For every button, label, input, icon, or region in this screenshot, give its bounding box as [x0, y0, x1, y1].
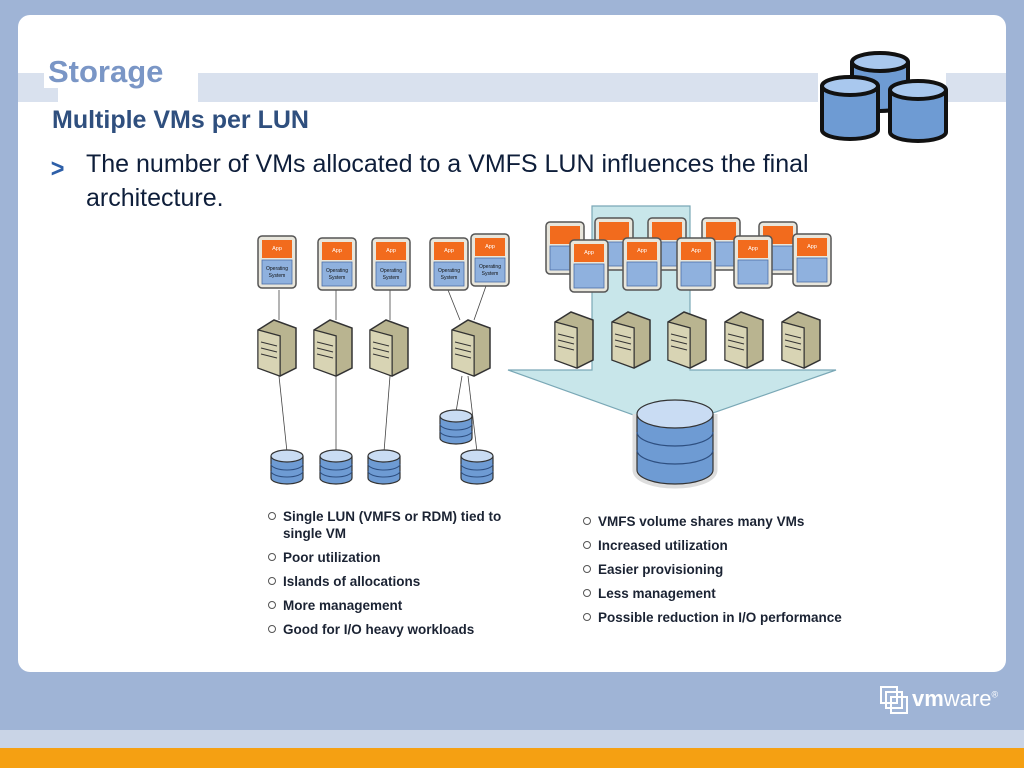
list-item: Easier provisioning: [583, 561, 883, 578]
vm-os-label: System: [329, 275, 346, 281]
bullet-circle-icon: [268, 512, 276, 520]
vm-app-label: App: [386, 248, 396, 254]
vm-os-label: Operating: [380, 268, 402, 274]
vm-app-label: App: [444, 248, 454, 254]
bullet-circle-icon: [583, 565, 591, 573]
vm-os-label: Operating: [438, 268, 460, 274]
bullet-circle-icon: [583, 613, 591, 621]
logo-wordmark: vmware®: [912, 686, 999, 711]
list-item-text: Easier provisioning: [598, 562, 724, 577]
vm-app-label: App: [691, 248, 701, 254]
bullet-circle-icon: [583, 541, 591, 549]
left-list: Single LUN (VMFS or RDM) tied to single …: [268, 508, 518, 645]
footer-strip: [0, 730, 1024, 748]
bullet-circle-icon: [268, 625, 276, 633]
vm-app-label: App: [485, 244, 495, 250]
footer-accent-bar: [0, 748, 1024, 768]
list-item: Single LUN (VMFS or RDM) tied to single …: [268, 508, 518, 542]
bullet-circle-icon: [268, 601, 276, 609]
vm-app-label: App: [637, 248, 647, 254]
bullet-circle-icon: [268, 577, 276, 585]
list-item-text: Islands of allocations: [283, 574, 421, 589]
vm-app-label: App: [272, 246, 282, 252]
bullet-arrow-icon: >: [50, 153, 65, 183]
vm-os-label: Operating: [326, 268, 348, 274]
storage-cylinders-icon: [820, 51, 948, 143]
storage-diagram: App App App App App App App App App App …: [257, 205, 837, 489]
vm-os-label: Operating: [266, 266, 288, 272]
vm-app-label: App: [332, 248, 342, 254]
vm-app-label: App: [807, 244, 817, 250]
vm-os-label: System: [383, 275, 400, 281]
list-item: Increased utilization: [583, 537, 883, 554]
list-item: Poor utilization: [268, 549, 518, 566]
list-item: Islands of allocations: [268, 573, 518, 590]
vm-os-label: System: [482, 271, 499, 277]
list-item-text: Possible reduction in I/O performance: [598, 610, 842, 625]
list-item-text: Poor utilization: [283, 550, 381, 565]
vm-os-label: System: [441, 275, 458, 281]
bullet-text: The number of VMs allocated to a VMFS LU…: [86, 150, 809, 212]
title-band-right: [946, 73, 1006, 102]
list-item-text: Increased utilization: [598, 538, 728, 553]
list-item: VMFS volume shares many VMs: [583, 513, 883, 530]
vm-app-label: App: [584, 250, 594, 256]
title-band: [198, 73, 818, 102]
bullet-circle-icon: [583, 517, 591, 525]
slide-subtitle: Multiple VMs per LUN: [52, 106, 309, 134]
bullet-circle-icon: [268, 553, 276, 561]
list-item: Possible reduction in I/O performance: [583, 609, 883, 626]
vm-os-label: System: [269, 273, 286, 279]
list-item: More management: [268, 597, 518, 614]
bullet-circle-icon: [583, 589, 591, 597]
vmware-logo: vmware®: [880, 686, 999, 714]
list-item-text: Single LUN (VMFS or RDM) tied to single …: [283, 509, 502, 541]
vm-app-label: App: [748, 246, 758, 252]
list-item: Less management: [583, 585, 883, 602]
slide-title: Storage: [44, 56, 170, 88]
list-item-text: Good for I/O heavy workloads: [283, 622, 475, 637]
right-list: VMFS volume shares many VMs Increased ut…: [583, 513, 883, 633]
list-item-text: VMFS volume shares many VMs: [598, 514, 805, 529]
list-item-text: More management: [283, 598, 403, 613]
list-item-text: Less management: [598, 586, 716, 601]
list-item: Good for I/O heavy workloads: [268, 621, 518, 638]
vm-os-label: Operating: [479, 264, 501, 270]
vmware-mark-icon: [880, 686, 908, 714]
